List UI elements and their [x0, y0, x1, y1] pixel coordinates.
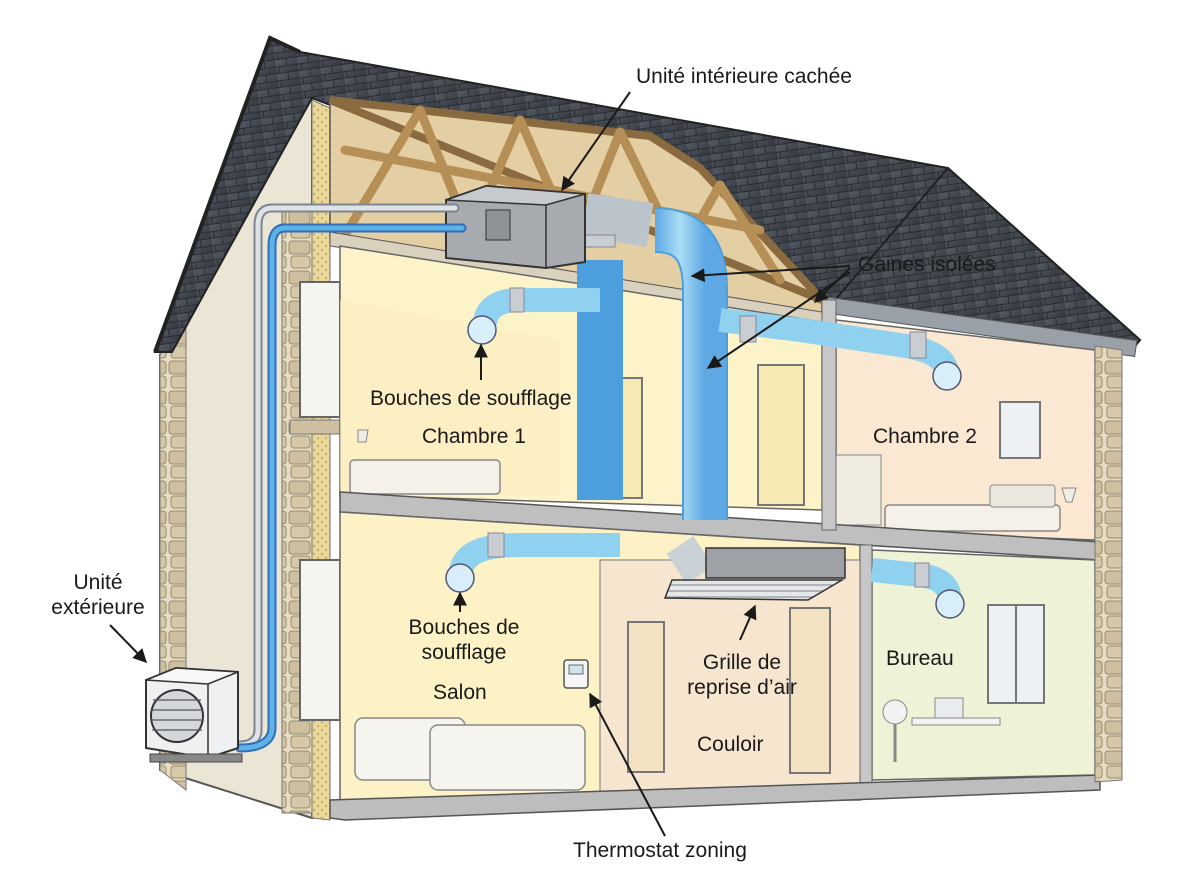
duct-network	[445, 193, 965, 619]
window-upper-left	[299, 281, 341, 418]
label-supply-vents-upper: Bouches de soufflage	[370, 387, 572, 410]
label-insulated-ducts: Gaines isolées	[858, 253, 996, 276]
label-thermostat: Thermostat zoning	[573, 839, 747, 862]
label-indoor-unit: Unité intérieure cachée	[636, 65, 852, 88]
indoor-unit	[445, 184, 586, 270]
return-air-grille	[663, 547, 846, 601]
label-hallway: Couloir	[697, 733, 764, 756]
label-return-grille: Grille de reprise d’air	[687, 651, 797, 699]
label-outdoor-unit: Unité extérieure	[51, 571, 145, 619]
label-office: Bureau	[886, 647, 954, 670]
callout-leaders	[109, 91, 851, 837]
ground-slab	[329, 774, 1101, 821]
label-supply-vents-lower: Bouches de soufflage	[408, 616, 520, 664]
label-bedroom-1: Chambre 1	[422, 425, 526, 448]
label-bedroom-2: Chambre 2	[873, 425, 977, 448]
exterior-wall-right	[1094, 345, 1123, 783]
refrigerant-lines	[235, 203, 467, 753]
window-lower-left	[299, 559, 341, 721]
label-living-room: Salon	[433, 681, 487, 704]
outdoor-unit	[145, 666, 243, 763]
